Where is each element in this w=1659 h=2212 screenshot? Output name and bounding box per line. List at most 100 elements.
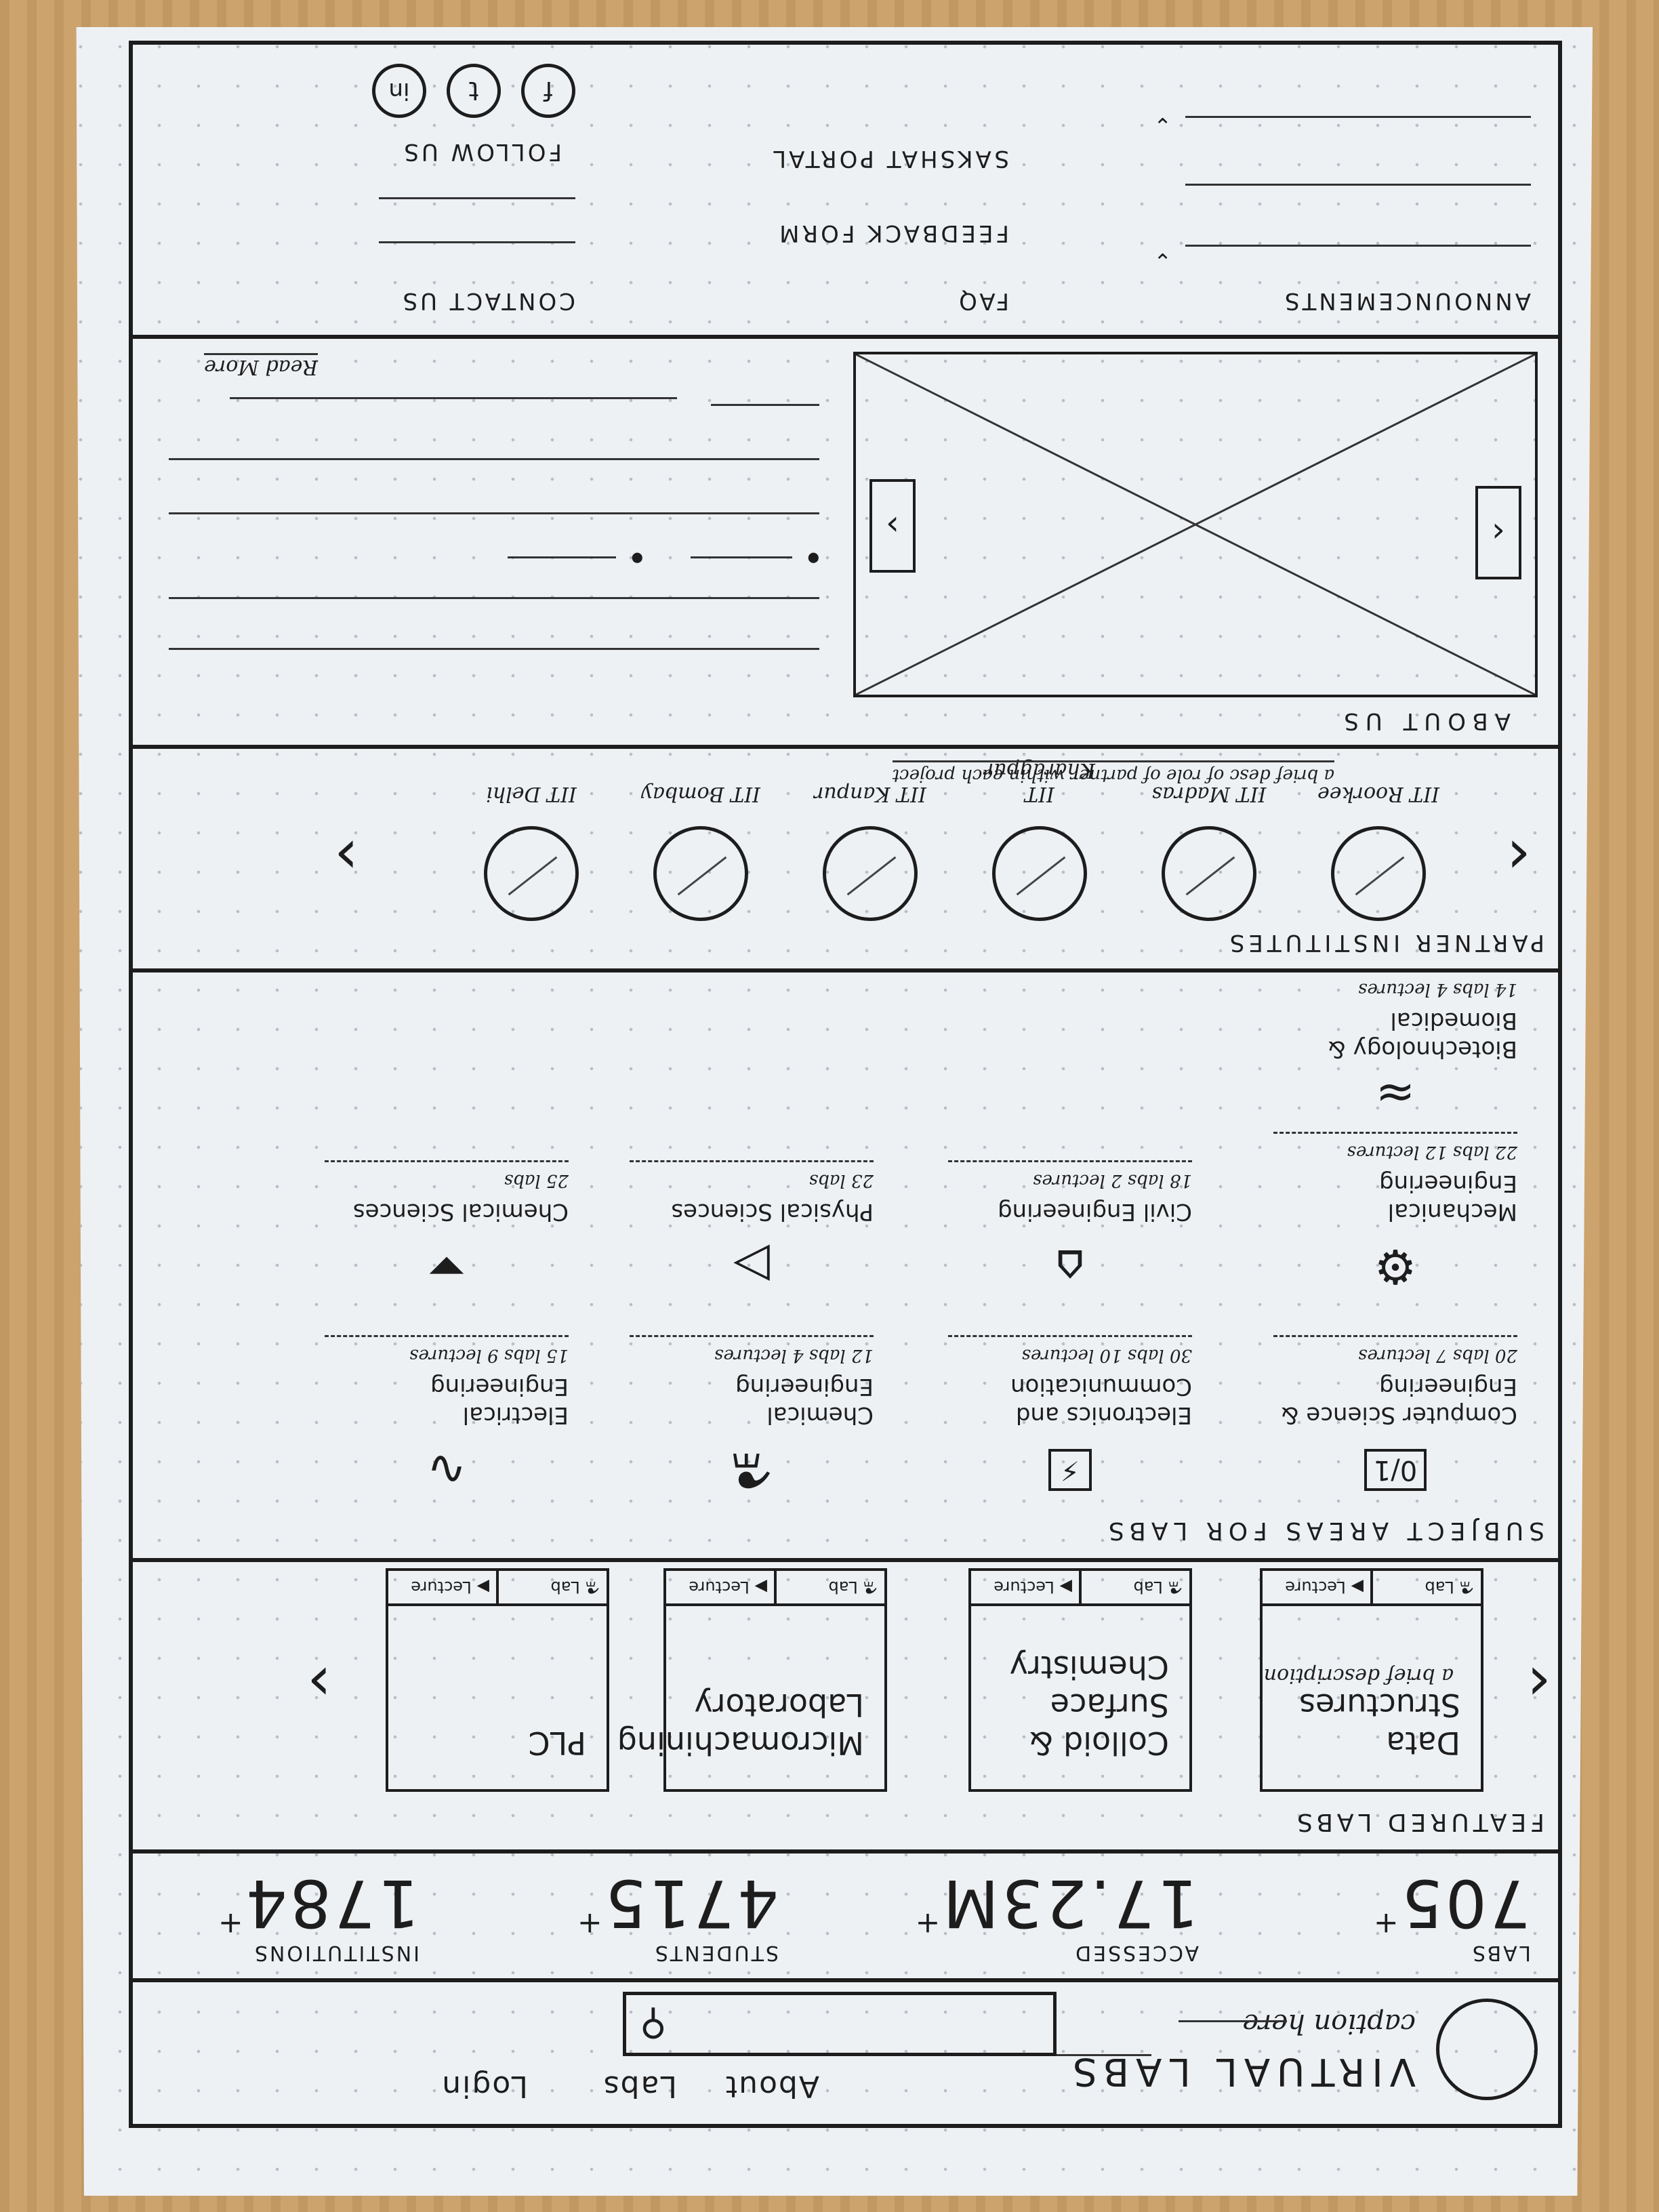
footer-feedback-link[interactable]: FEEDBACK FORM — [777, 220, 1009, 247]
partner-item[interactable]: IIT Bombay — [636, 782, 765, 921]
footer-announcements-link[interactable]: ANNOUNCEMENTS — [1282, 287, 1531, 314]
lab-card-title: Colloid & Surface Chemistry — [1009, 1649, 1169, 1761]
flask-icon: ⚗ — [1454, 1578, 1474, 1597]
chevron-down-icon[interactable]: ⌄ — [1153, 112, 1172, 138]
partners-note: a brief desc of role of partner within e… — [892, 760, 1334, 785]
featured-prev-button[interactable]: ‹ — [1527, 1648, 1551, 1719]
subject-item[interactable]: ≈ Biotechnology & Biomedical 14 labs 4 l… — [1273, 971, 1517, 1124]
stat-value: 4715 — [602, 1865, 779, 1941]
lab-link[interactable]: ⚗ Lab — [1082, 1571, 1189, 1603]
lab-card-desc: a brief description — [1263, 1664, 1454, 1687]
subject-item[interactable]: ∿ Electrical Engineering 15 labs 9 lectu… — [325, 1335, 569, 1511]
dna-icon: ≈ — [1375, 1066, 1416, 1122]
lab-link[interactable]: ⚗ Lab — [499, 1571, 607, 1603]
subject-name: Chemical Engineering — [735, 1373, 874, 1429]
partner-item[interactable]: IIT Kanpur — [806, 782, 935, 921]
about-text-line — [169, 648, 819, 650]
partner-item[interactable]: IIT Madras — [1145, 782, 1273, 921]
building-icon: ⌂ — [1054, 1239, 1086, 1294]
lab-card-footer: ⚗ Lab ▶ Lecture — [971, 1571, 1189, 1606]
subject-name: Chemical Sciences — [352, 1198, 569, 1225]
flask-icon: ⚗ — [857, 1578, 878, 1597]
subject-name: Electronics and Communication — [1010, 1373, 1192, 1429]
subject-item[interactable]: ⚡ Electronics and Communication 30 labs … — [948, 1335, 1192, 1511]
partners-prev-button[interactable]: ‹ — [1507, 821, 1531, 893]
stat-students: STUDENTS 4715+ — [577, 1865, 779, 1965]
partner-institutes-heading: PARTNER INSTITUTES — [1225, 929, 1544, 956]
footer-faq-link[interactable]: FAQ — [956, 287, 1009, 314]
search-icon[interactable]: ⚲ — [640, 2003, 667, 2046]
partner-logo — [1331, 826, 1426, 921]
about-carousel-image: ‹ › — [853, 352, 1538, 697]
nav-about[interactable]: About — [724, 2069, 819, 2104]
partner-logo — [992, 826, 1087, 921]
partner-name: IIT Madras — [1151, 782, 1267, 806]
lecture-link-label: Lecture — [994, 1578, 1054, 1597]
facebook-icon[interactable]: f — [521, 64, 575, 118]
subject-meta: 23 labs — [630, 1160, 874, 1195]
read-more-link[interactable]: Read More — [204, 353, 318, 379]
subject-item[interactable]: ⏷ Chemical Sciences 25 labs — [325, 1160, 569, 1307]
stat-label: STUDENTS — [653, 1941, 779, 1965]
lecture-link[interactable]: ▶ Lecture — [1263, 1571, 1373, 1603]
about-text-line — [169, 458, 819, 460]
stat-suffix: + — [577, 1906, 602, 1941]
partner-item[interactable]: IIT Delhi — [467, 782, 596, 921]
stat-suffix: + — [218, 1906, 243, 1941]
partner-institutes-section: PARTNER INSTITUTES ‹ IIT Roorkee IIT Mad… — [133, 745, 1558, 968]
subject-item[interactable]: ⚗ Chemical Engineering 12 labs 4 lecture… — [630, 1335, 874, 1511]
about-us-section: ABOUT US ‹ › ● ● Read More — [133, 335, 1558, 745]
footer-announcement-line — [1185, 116, 1531, 118]
binary-icon: 0/1 — [1273, 1429, 1517, 1511]
subject-name: Physical Sciences — [671, 1198, 874, 1225]
footer-sakshat-link[interactable]: SAKSHAT PORTAL — [771, 145, 1009, 172]
lab-link[interactable]: ⚗ Lab — [1373, 1571, 1481, 1603]
play-icon: ▶ — [1345, 1578, 1364, 1597]
subject-meta: 14 labs 4 lectures — [1358, 979, 1517, 1000]
partner-item[interactable]: IIT Roorkee — [1314, 782, 1443, 921]
partner-logo — [484, 826, 579, 921]
subject-meta: 20 labs 7 lectures — [1273, 1335, 1517, 1370]
subject-meta: 18 labs 2 lectures — [948, 1160, 1192, 1195]
lab-card[interactable]: PLC ⚗ Lab ▶ Lecture — [386, 1568, 609, 1792]
lab-link[interactable]: ⚗ Lab — [777, 1571, 884, 1603]
about-us-heading: ABOUT US — [1337, 708, 1511, 735]
partners-next-button[interactable]: › — [334, 821, 359, 893]
lecture-link[interactable]: ▶ Lecture — [971, 1571, 1082, 1603]
search-input[interactable]: ⚲ — [623, 1992, 1057, 2056]
chemistry-icon: ⚗ — [730, 1442, 773, 1498]
subject-item[interactable]: ⚙ Mechanical Engineering 22 labs 12 lect… — [1273, 1132, 1517, 1307]
nav-login[interactable]: Login — [441, 2069, 528, 2104]
partner-name: IIT Kanpur — [814, 782, 926, 806]
linkedin-icon[interactable]: in — [372, 64, 426, 118]
lab-card[interactable]: Data Structures a brief description ⚗ La… — [1260, 1568, 1483, 1792]
subject-item[interactable]: ▷ Physical Sciences 23 labs — [630, 1160, 874, 1307]
chevron-down-icon[interactable]: ⌄ — [1153, 248, 1172, 274]
lab-link-label: Lab — [1133, 1578, 1163, 1597]
stat-value: 705 — [1398, 1865, 1531, 1941]
lecture-link[interactable]: ▶ Lecture — [388, 1571, 499, 1603]
carousel-next-button[interactable]: › — [869, 479, 916, 573]
lab-card-title: PLC — [528, 1725, 587, 1761]
subject-item[interactable]: ⌂ Civil Engineering 18 labs 2 lectures — [948, 1160, 1192, 1307]
featured-labs-section: FEATURED LABS ‹ Data Structures a brief … — [133, 1558, 1558, 1849]
lecture-link-label: Lecture — [689, 1578, 750, 1597]
footer-contact-link[interactable]: CONTACT US — [400, 287, 575, 314]
lecture-link-label: Lecture — [1285, 1578, 1346, 1597]
partner-logo — [653, 826, 748, 921]
site-logo[interactable] — [1436, 1999, 1538, 2100]
site-caption: caption here — [1242, 2008, 1416, 2039]
twitter-icon[interactable]: t — [447, 64, 501, 118]
lab-card[interactable]: Colloid & Surface Chemistry ⚗ Lab ▶ Lect… — [968, 1568, 1192, 1792]
subject-areas-section: SUBJECT AREAS FOR LABS 0/1 Computer Scie… — [133, 968, 1558, 1558]
site-footer: ANNOUNCEMENTS ⌄ ⌄ FAQ FEEDBACK FORM SAKS… — [133, 43, 1558, 335]
featured-next-button[interactable]: › — [307, 1648, 331, 1719]
about-text-line — [711, 404, 819, 406]
lab-card[interactable]: Micromachining Laboratory ⚗ Lab ▶ Lectur… — [617, 1568, 887, 1792]
nav-labs[interactable]: Labs — [602, 2069, 677, 2104]
site-header: VIRTUAL LABS caption here ⚲ About Labs L… — [133, 1978, 1558, 2124]
subject-item[interactable]: 0/1 Computer Science & Engineering 20 la… — [1273, 1335, 1517, 1511]
carousel-prev-button[interactable]: ‹ — [1475, 486, 1521, 579]
stats-bar: LABS 705+ ACCESSED 17.23M+ STUDENTS 4715… — [133, 1849, 1558, 1978]
lecture-link[interactable]: ▶ Lecture — [666, 1571, 777, 1603]
